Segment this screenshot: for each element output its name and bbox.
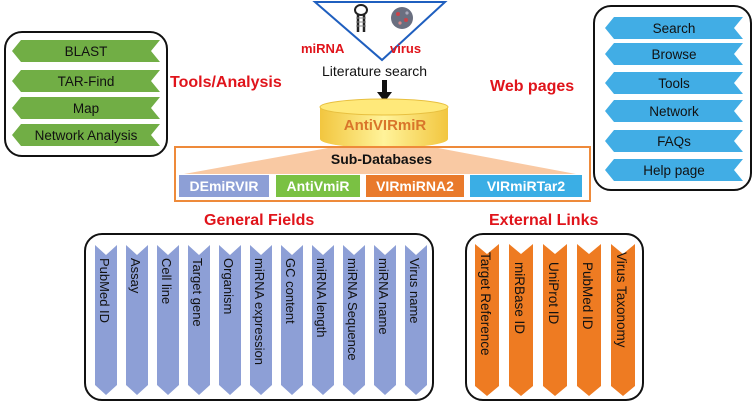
tool-tar-find[interactable]: TAR-Find [12,70,160,92]
subdb-antivmir[interactable]: AntiVmiR [276,175,360,197]
field-organism-label: Organism [221,258,236,315]
field-virus-name-label: Virus name [407,258,422,324]
field-virus-name [405,245,427,395]
tool-network-analysis[interactable]: Network Analysis [12,124,160,146]
subdb-virmirna2[interactable]: VIRmiRNA2 [366,175,464,197]
tools-analysis-title: Tools/Analysis [170,74,282,91]
field-mirna-expression-label: miRNA expression [252,258,267,365]
field-gc-content [281,245,303,395]
field-assay [126,245,148,395]
field-target-gene-label: Target gene [190,258,205,327]
field-organism [219,245,241,395]
field-mirna-length-label: miRNA length [314,258,329,338]
link-target-reference[interactable] [475,244,499,396]
field-cell-line [157,245,179,395]
field-target-gene [188,245,210,395]
antivirmir-database-cylinder [319,98,449,148]
web-search[interactable]: Search [605,17,743,39]
virus-icon [391,7,413,29]
link-target-reference-label: Target Reference [478,252,493,356]
virus-label: virus [390,41,422,56]
link-virus-taxonomy-label: Virus Taxonomy [614,252,629,348]
field-pubmed-id [95,245,117,395]
field-mirna-sequence [343,245,365,395]
web-tools[interactable]: Tools [605,72,743,94]
mirna-label: miRNA [301,41,345,56]
subdb-demirvir[interactable]: DEmiRVIR [179,175,269,197]
field-mirna-expression [250,245,272,395]
mirna-hairpin-icon [354,4,368,32]
web-network[interactable]: Network [605,100,743,122]
tool-map[interactable]: Map [12,97,160,119]
field-gc-content-label: GC content [283,258,298,324]
field-assay-label: Assay [128,258,143,294]
link-mirbase-id-label: miRBase ID [512,262,527,335]
subdb-virmirtar2[interactable]: VIRmiRTar2 [470,175,582,197]
link-uniprot-id[interactable] [543,244,567,396]
field-pubmed-id-label: PubMed ID [97,258,112,324]
field-mirna-sequence-label: miRNA Sequence [345,258,360,361]
general-fields-title: General Fields [204,212,315,229]
external-links-title: External Links [489,212,599,229]
link-pubmed-id[interactable] [577,244,601,396]
down-arrow-icon [377,80,392,102]
tool-blast[interactable]: BLAST [12,40,160,62]
link-virus-taxonomy[interactable] [611,244,635,396]
sub-databases-fan [184,148,576,174]
sub-databases-title: Sub-Databases [330,151,433,167]
link-mirbase-id[interactable] [509,244,533,396]
antivirmir-title: AntiVIRmiR [343,117,427,134]
field-mirna-name [374,245,396,395]
link-uniprot-id-label: UniProt ID [546,262,561,325]
field-cell-line-label: Cell line [159,258,174,305]
literature-search-label: Literature search [322,63,428,79]
link-pubmed-id-label: PubMed ID [580,262,595,330]
web-browse[interactable]: Browse [605,43,743,65]
web-pages-title: Web pages [490,78,575,95]
web-help-page[interactable]: Help page [605,159,743,181]
literature-funnel-graphic [312,1,448,62]
field-mirna-name-label: miRNA name [376,258,391,335]
field-mirna-length [312,245,334,395]
web-faqs[interactable]: FAQs [605,130,743,152]
